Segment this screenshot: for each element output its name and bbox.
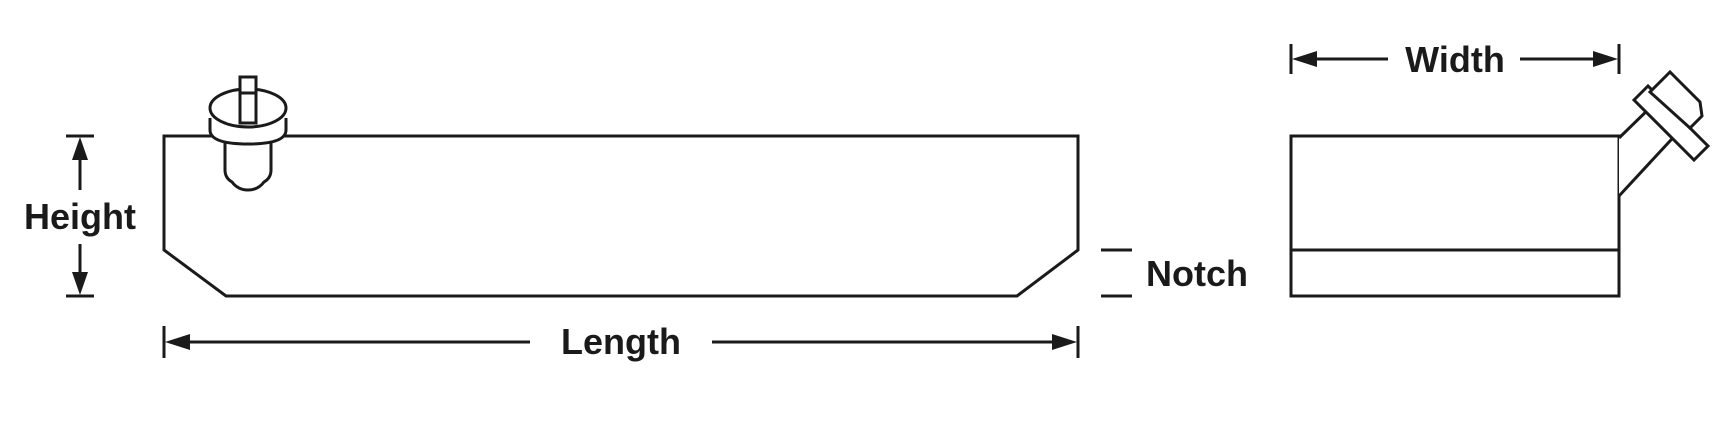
side-view: Height Length Notch bbox=[24, 75, 1248, 362]
notch-label: Notch bbox=[1146, 253, 1248, 294]
filler-neck bbox=[223, 138, 273, 192]
end-view-tank-body bbox=[1289, 134, 1621, 298]
length-arrow-left-icon bbox=[165, 334, 190, 350]
length-label: Length bbox=[561, 321, 681, 362]
height-dimension: Height bbox=[24, 134, 136, 298]
filler-cap bbox=[208, 75, 288, 192]
height-arrow-down-icon bbox=[72, 272, 88, 295]
width-label: Width bbox=[1405, 39, 1505, 80]
length-dimension: Length bbox=[162, 321, 1080, 362]
end-view-filler-handle bbox=[1647, 69, 1704, 131]
length-arrow-right-icon bbox=[1052, 334, 1077, 350]
notch-dimension: Notch bbox=[1101, 248, 1248, 298]
width-arrow-right-icon bbox=[1593, 51, 1618, 67]
side-view-tank-body bbox=[162, 134, 1080, 298]
height-label: Height bbox=[24, 196, 136, 237]
filler-cap-handle bbox=[238, 75, 258, 125]
end-view: Width bbox=[1289, 39, 1711, 298]
width-arrow-left-icon bbox=[1292, 51, 1317, 67]
end-view-filler bbox=[1617, 69, 1711, 198]
width-dimension: Width bbox=[1289, 39, 1621, 80]
end-view-filler-cap bbox=[1631, 83, 1711, 163]
height-arrow-up-icon bbox=[72, 137, 88, 160]
